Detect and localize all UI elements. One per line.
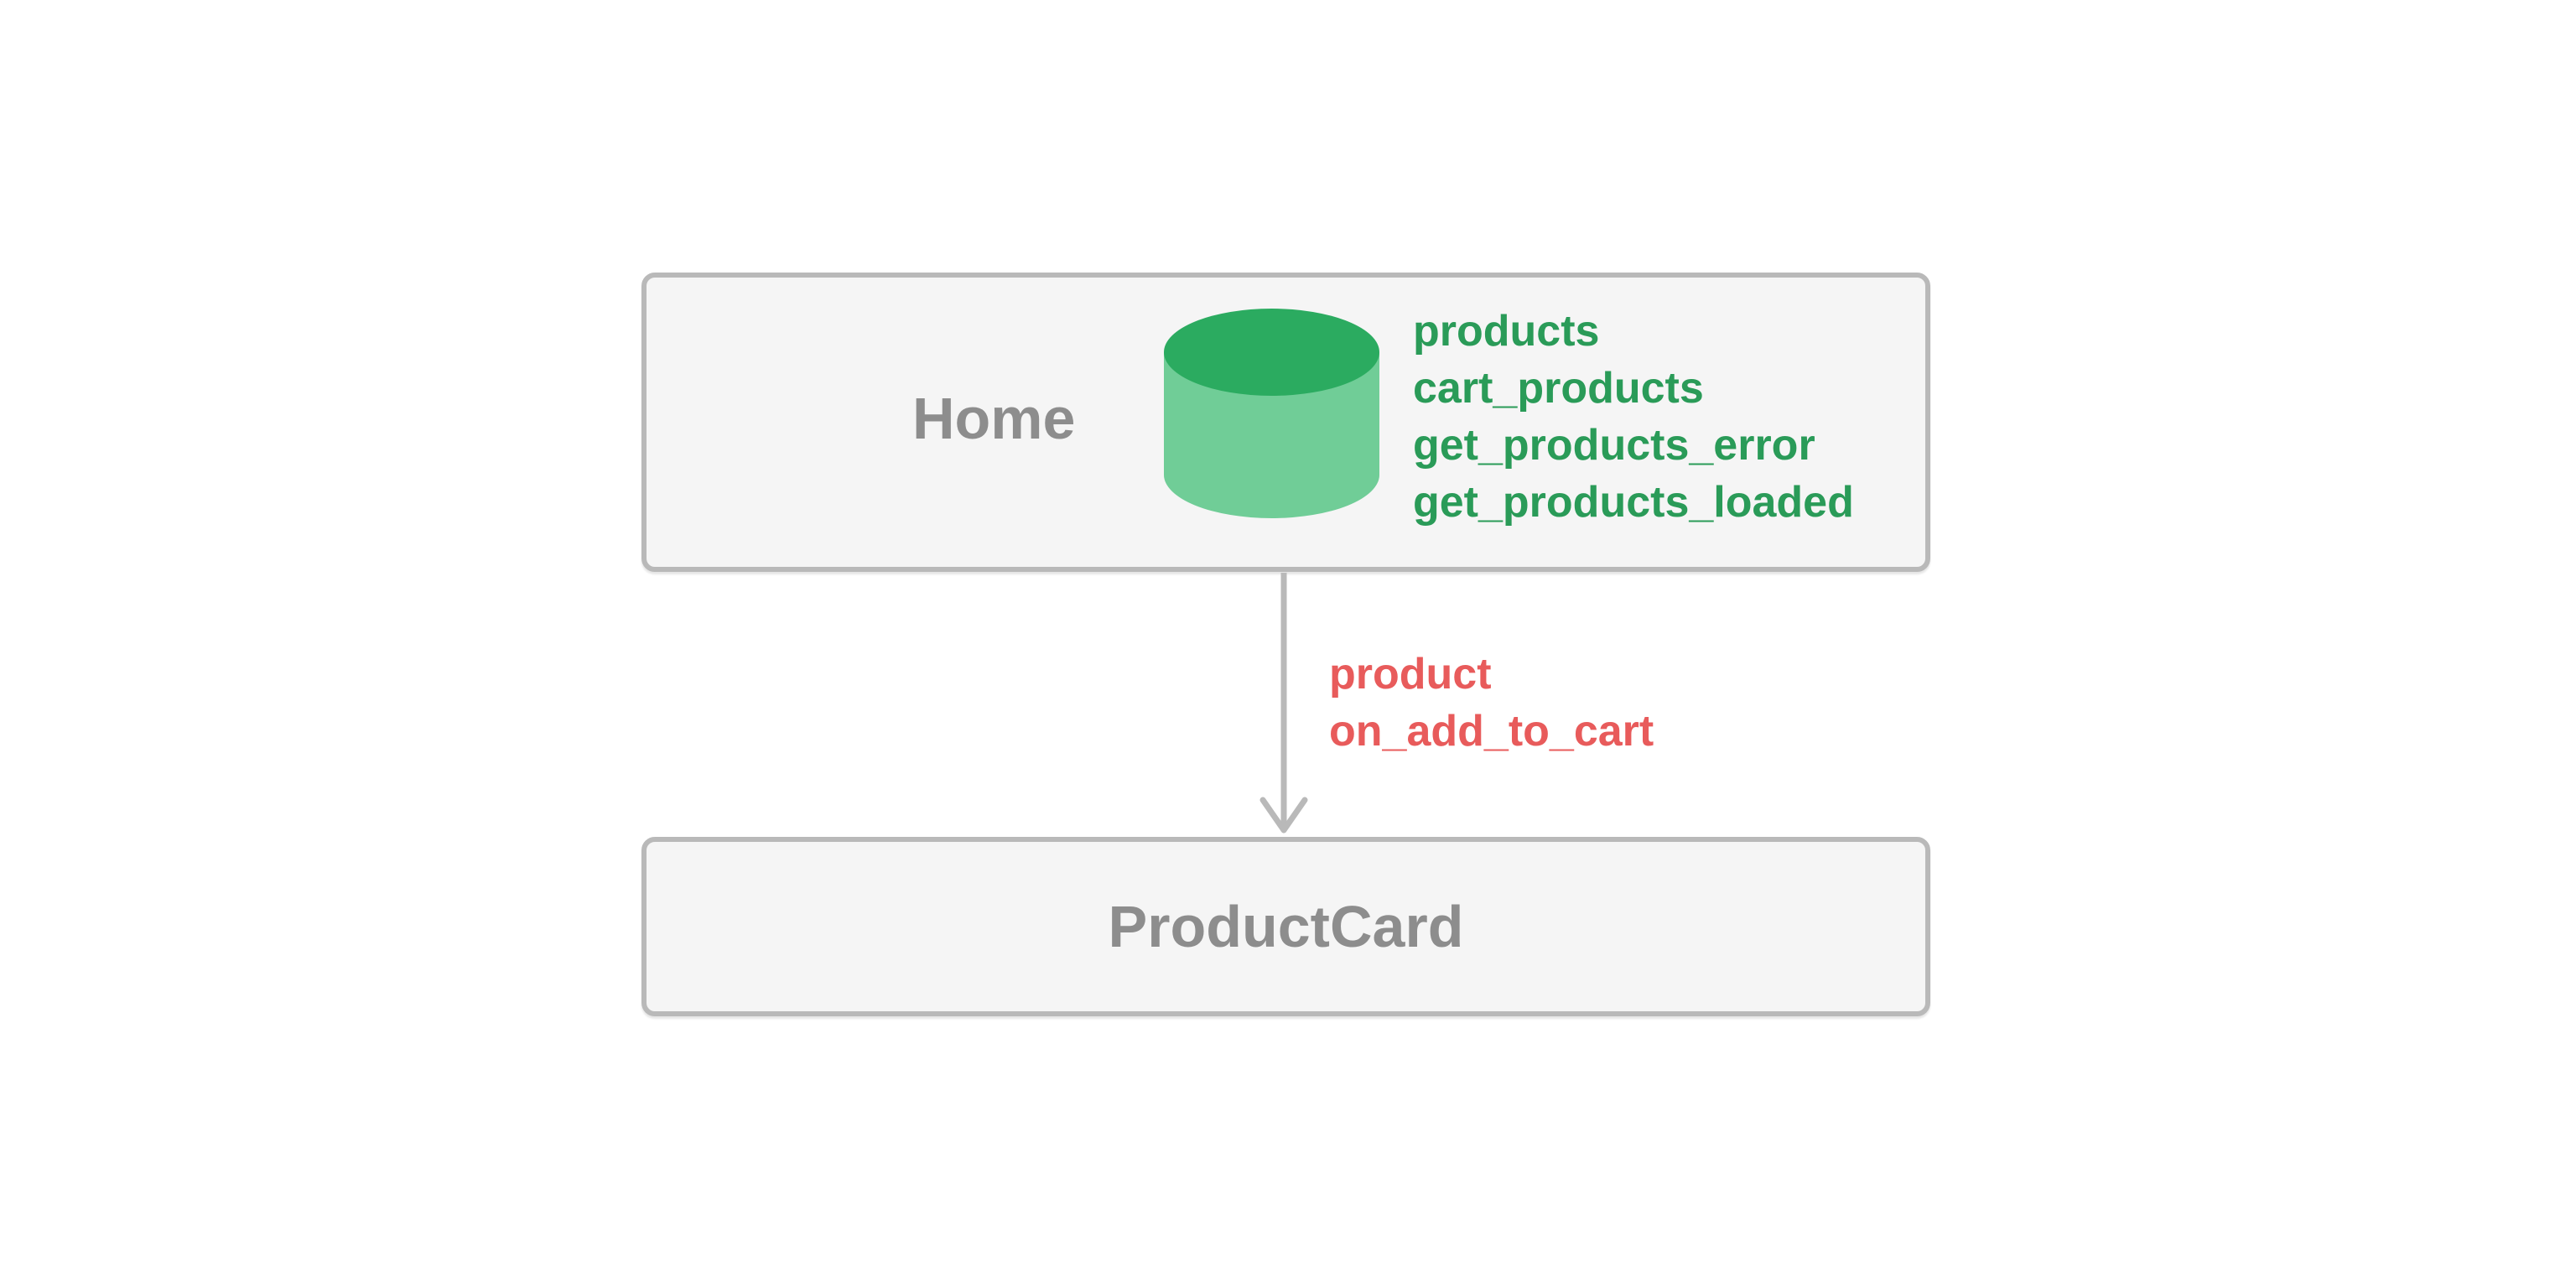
edge-prop-item: on_add_to_cart (1329, 707, 1654, 756)
state-item: get_products_error (1413, 421, 1815, 470)
state-item: products (1413, 307, 1600, 356)
node-home-label: Home (912, 386, 1076, 451)
node-productcard[interactable]: ProductCard (641, 837, 1930, 1016)
state-item: cart_products (1413, 364, 1704, 413)
database-cylinder-icon (1164, 309, 1379, 518)
cylinder-top-face (1164, 309, 1379, 396)
node-productcard-label: ProductCard (1108, 894, 1464, 959)
arrowhead-down-icon (1259, 797, 1308, 834)
node-home[interactable]: Home products cart_products get_products… (641, 273, 1930, 572)
home-state-list: products cart_products get_products_erro… (1413, 303, 1854, 531)
edge-prop-item: product (1329, 650, 1492, 699)
state-item: get_products_loaded (1413, 478, 1854, 527)
edge-prop-list: product on_add_to_cart (1329, 646, 1654, 760)
